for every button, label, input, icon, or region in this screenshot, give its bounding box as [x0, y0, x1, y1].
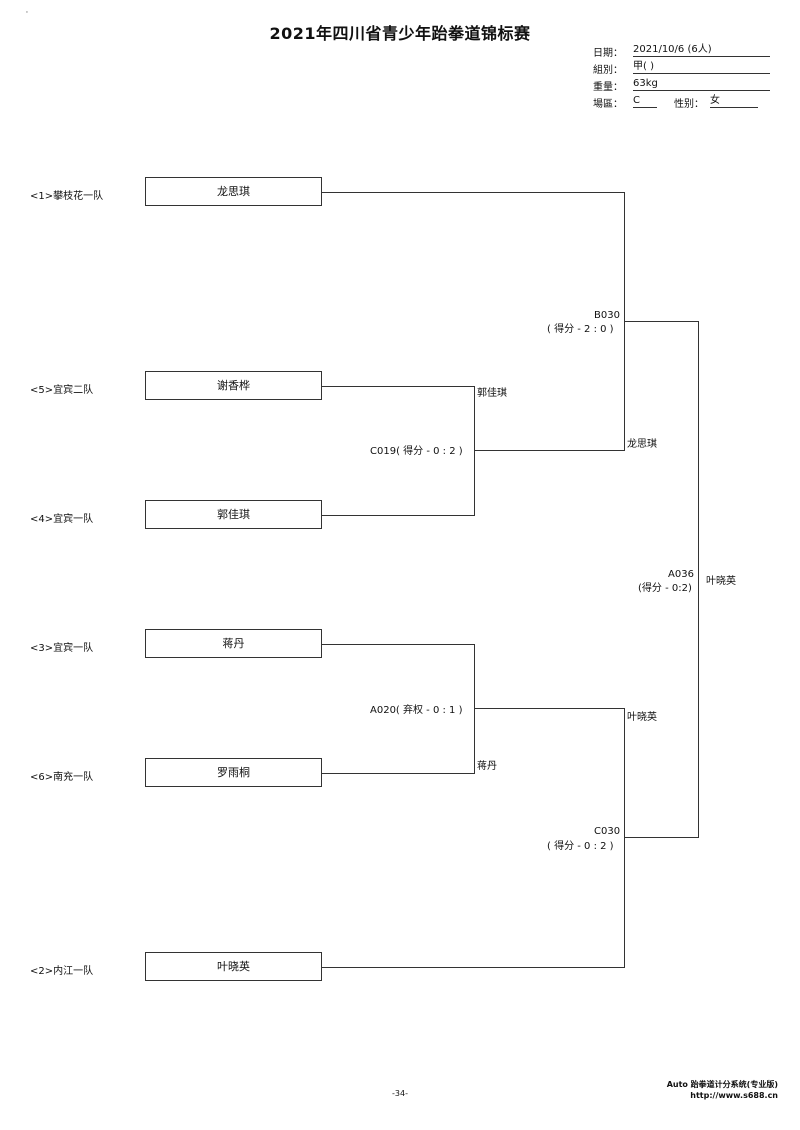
entrant-name-box: 叶晓英	[145, 952, 322, 981]
entrant-team: <2>内江一队	[30, 966, 94, 977]
match-code-b030: B030	[594, 310, 620, 321]
match-winner-c019: 郭佳琪	[477, 388, 507, 399]
bracket-line	[322, 386, 475, 387]
page-title: 2021年四川省青少年跆拳道锦标赛	[269, 24, 531, 43]
bracket-line	[474, 386, 475, 516]
entrant-name-box: 罗雨桐	[145, 758, 322, 787]
court-label: 場區：	[593, 99, 623, 110]
bracket-line	[322, 644, 475, 645]
corner-mark: '	[26, 10, 28, 18]
page-number: -34-	[392, 1089, 408, 1098]
match-code-a020: A020( 弃权 - 0 : 1 )	[370, 705, 463, 716]
software-name: Auto 跆拳道计分系统(专业版)	[666, 1080, 778, 1089]
champion-name: 叶晓英	[706, 576, 736, 587]
entrant-team: <4>宜宾一队	[30, 514, 94, 525]
match-score-b030: ( 得分 - 2 : 0 )	[547, 324, 614, 335]
entrant-team: <1>攀枝花一队	[30, 191, 104, 202]
match-code-a036: A036	[668, 569, 694, 580]
date-value: 2021/10/6 (6人)	[633, 43, 770, 57]
court-value: C	[633, 94, 657, 108]
match-winner-a020: 蒋丹	[477, 761, 497, 772]
entrant-name-box: 龙思琪	[145, 177, 322, 206]
entrant-name-box: 蒋丹	[145, 629, 322, 658]
gender-value: 女	[710, 94, 758, 108]
weight-label: 重量：	[593, 82, 623, 93]
gender-label: 性别：	[674, 99, 704, 110]
bracket-line	[698, 321, 699, 838]
bracket-line	[474, 644, 475, 774]
match-score-a036: (得分 - 0:2)	[638, 583, 692, 594]
match-code-c019: C019( 得分 - 0 : 2 )	[370, 446, 463, 457]
group-label: 組別：	[593, 65, 623, 76]
software-url: http://www.s688.cn	[690, 1091, 778, 1100]
entrant-name-box: 郭佳琪	[145, 500, 322, 529]
bracket-line	[474, 450, 625, 451]
entrant-team: <3>宜宾一队	[30, 643, 94, 654]
bracket-line	[624, 837, 699, 838]
bracket-line	[322, 515, 475, 516]
match-winner-b030: 龙思琪	[627, 439, 657, 450]
bracket-line	[624, 708, 625, 968]
group-value: 甲( )	[633, 60, 770, 74]
bracket-line	[624, 321, 699, 322]
date-label: 日期：	[593, 48, 623, 59]
entrant-team: <5>宜宾二队	[30, 385, 94, 396]
match-score-c030: ( 得分 - 0 : 2 )	[547, 841, 614, 852]
entrant-name-box: 谢香桦	[145, 371, 322, 400]
match-winner-c030: 叶晓英	[627, 712, 657, 723]
bracket-line	[322, 192, 625, 193]
match-code-c030: C030	[594, 826, 621, 837]
entrant-team: <6>南充一队	[30, 772, 94, 783]
bracket-line	[474, 708, 625, 709]
weight-value: 63kg	[633, 77, 770, 91]
bracket-line	[322, 773, 475, 774]
bracket-line	[322, 967, 625, 968]
